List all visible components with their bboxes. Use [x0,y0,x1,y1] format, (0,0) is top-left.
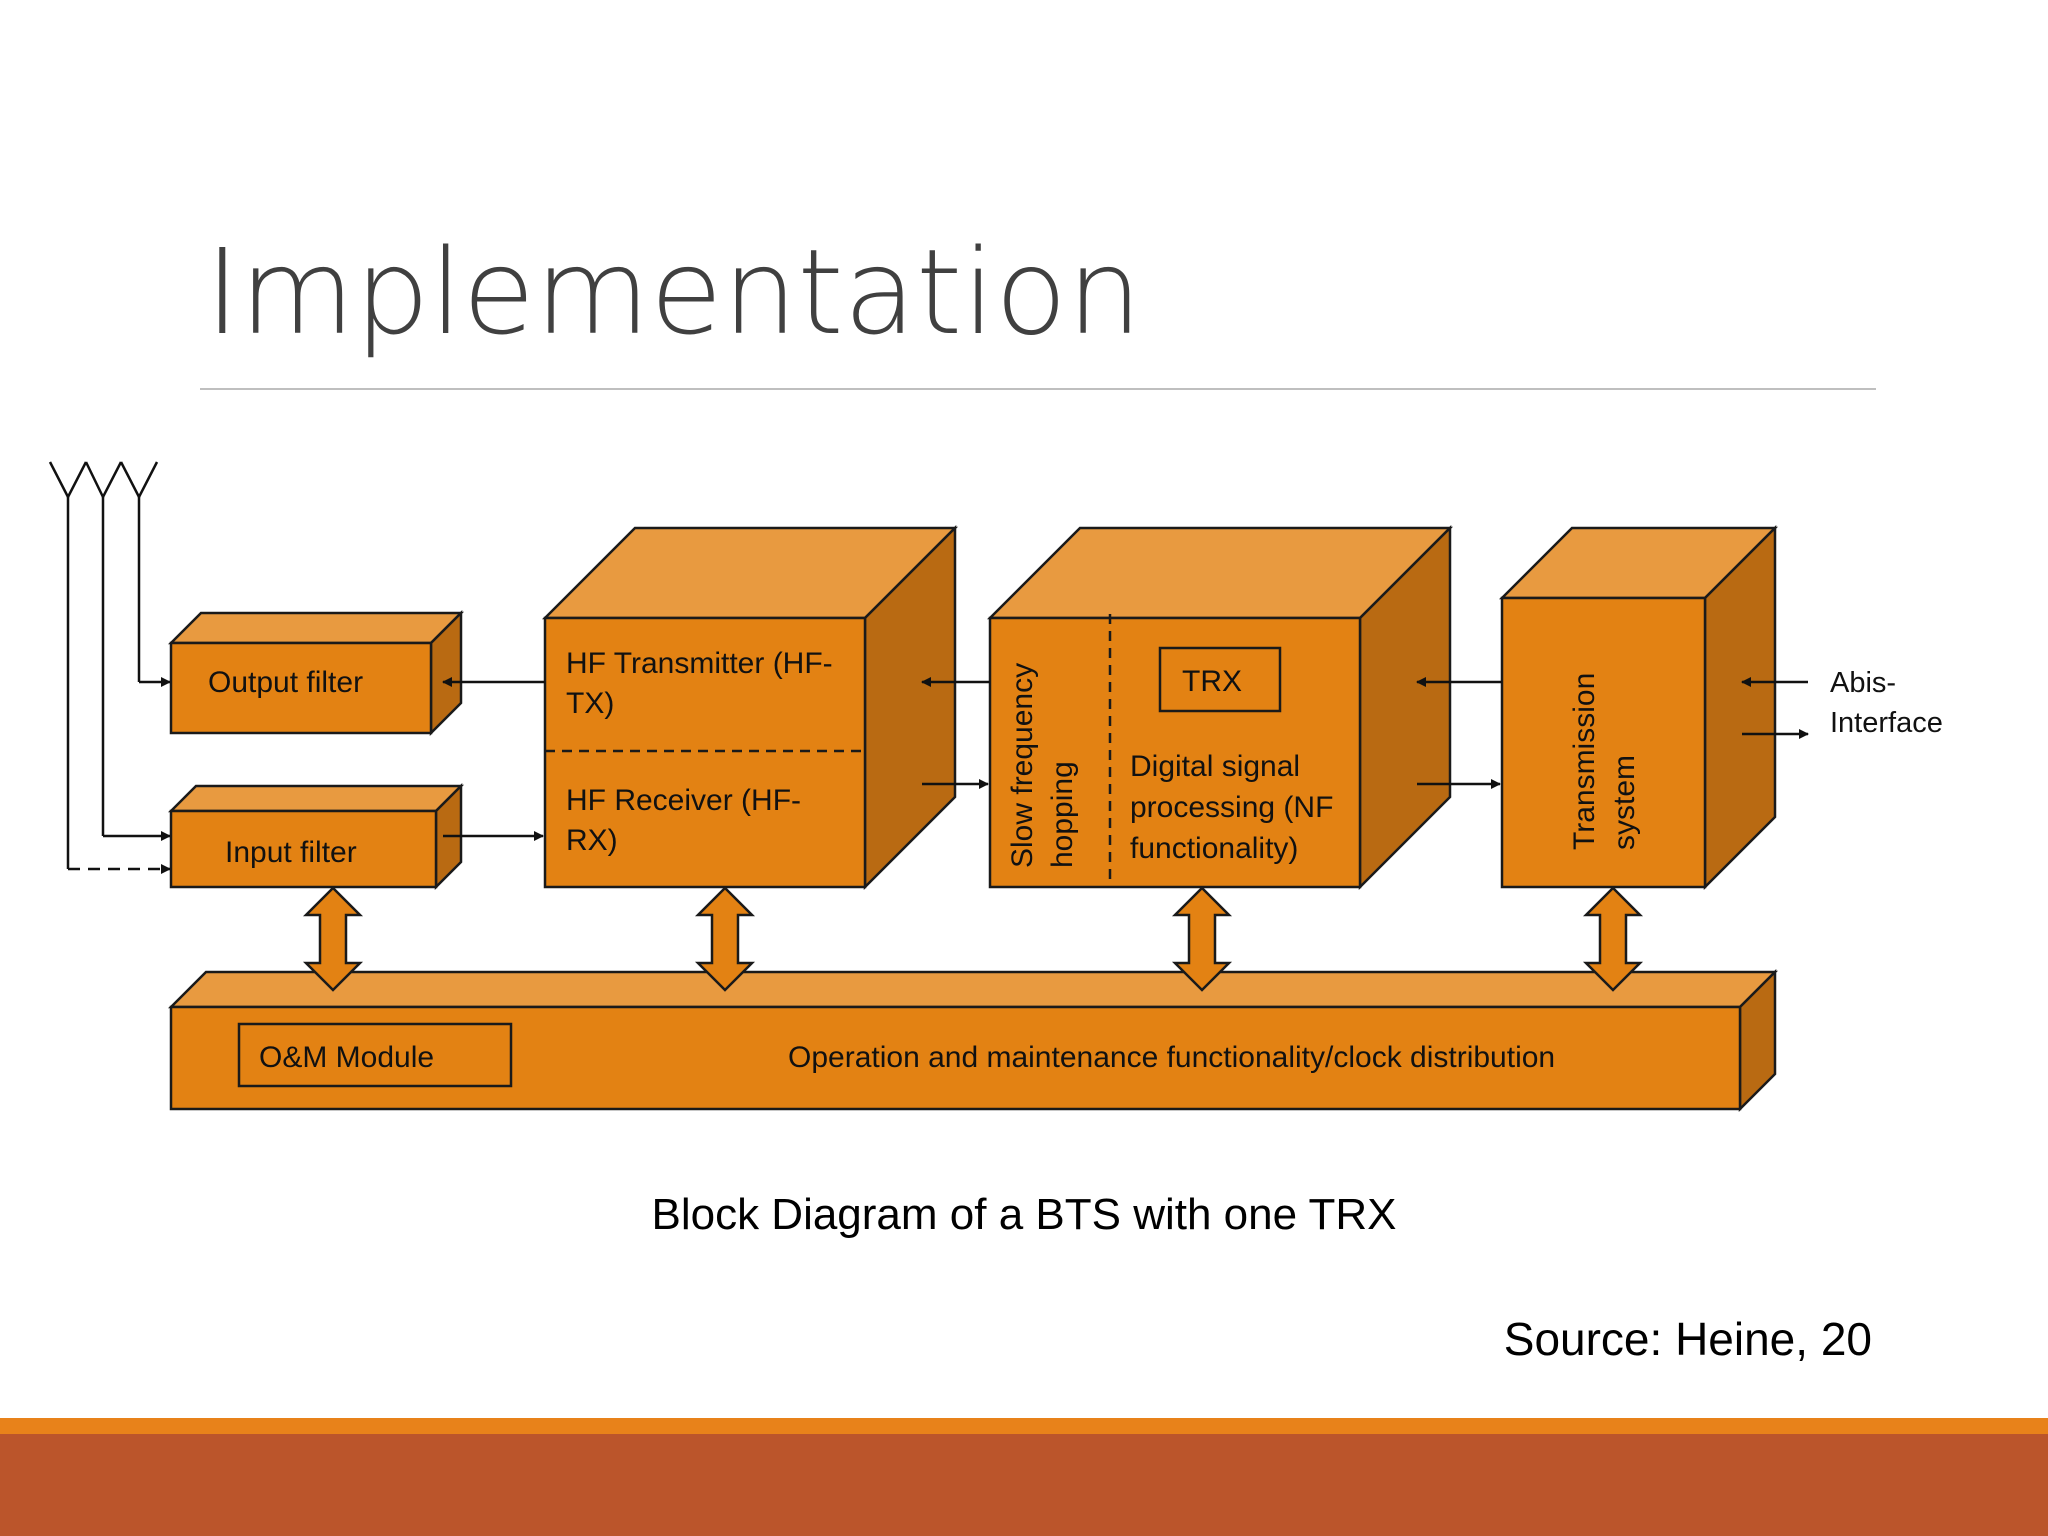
slow-frequency-hopping-label: Slow frequency hopping [1006,655,1079,868]
transmission-system-label: Transmission system [1568,664,1641,850]
output-filter-block [167,609,465,737]
om-module-label: O&M Module [259,1041,434,1074]
output-filter-label: Output filter [208,666,363,699]
footer-band-accent [0,1418,2048,1434]
antenna-icon [48,461,159,869]
om-bus-block [167,968,1779,1113]
input-filter-label: Input filter [225,836,357,869]
title-divider [200,388,1876,390]
footer-band [0,1434,2048,1536]
diagram-caption: Block Diagram of a BTS with one TRX [651,1190,1397,1239]
source-citation: Source: Heine, 20 [1503,1313,1872,1365]
om-bus-label: Operation and maintenance functionality/… [788,1041,1555,1074]
trx-label: TRX [1182,665,1242,698]
digital-signal-processing-label: Digital signal processing (NF functional… [1130,750,1342,865]
hf-transceiver-block [541,524,959,891]
hf-receiver-label: HF Receiver (HF- RX) [566,784,809,857]
om-link-hf-transceiver [694,886,756,992]
om-module-box [237,1022,513,1088]
om-link-transmission [1582,886,1644,992]
om-link-input-filter [302,886,364,992]
transmission-system-block [1498,524,1779,891]
abis-interface-label: Abis- Interface [1830,667,1943,739]
dsp-block [986,524,1454,891]
slide-title: Implementation [205,223,1142,361]
om-link-dsp [1171,886,1233,992]
trx-box [1158,646,1282,713]
hf-transmitter-label: HF Transmitter (HF- TX) [566,647,841,720]
input-filter-block [167,782,465,891]
